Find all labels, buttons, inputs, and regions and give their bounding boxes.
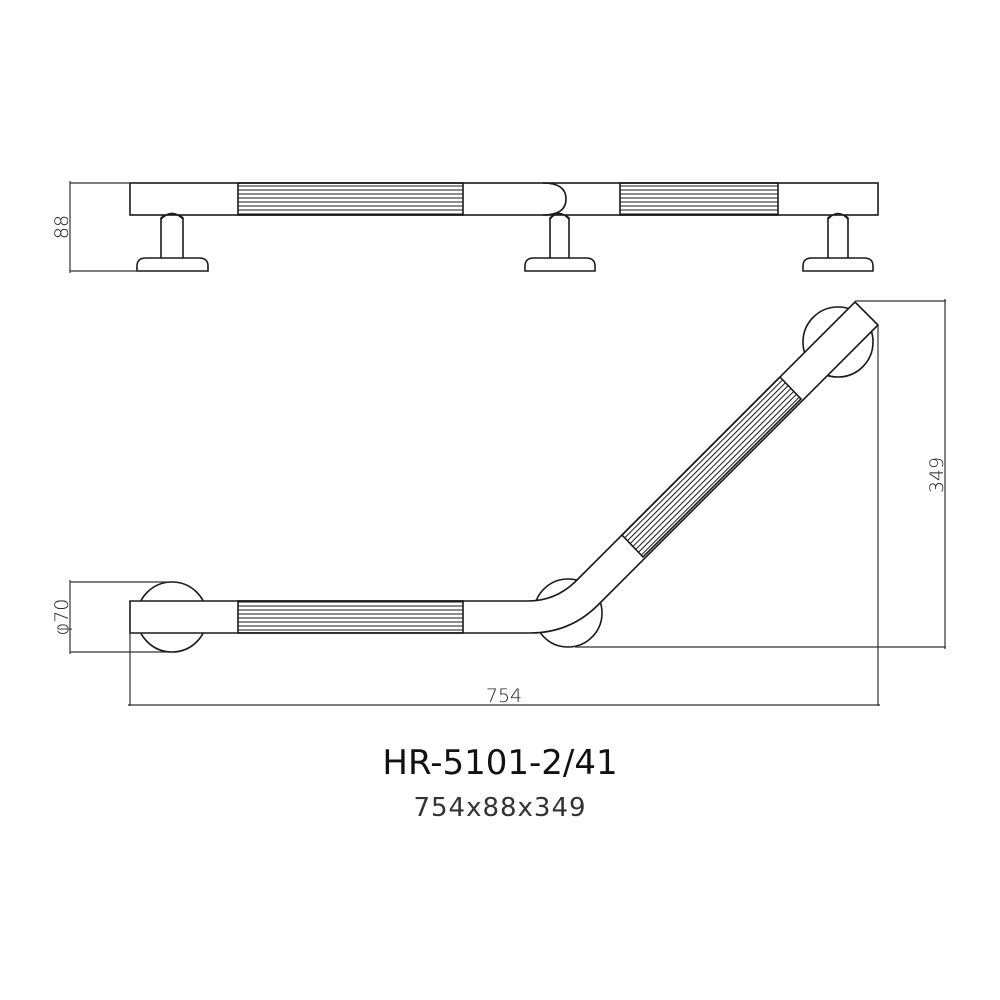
- post-left: [136, 212, 209, 272]
- dimension-depth-label: 349: [926, 457, 948, 493]
- grip-section-horizontal: [237, 600, 464, 634]
- dimension-height: 88: [51, 181, 137, 273]
- dimension-length-label: 754: [486, 685, 522, 707]
- dimension-height-label: 88: [51, 215, 73, 239]
- dimension-flange-label: φ70: [51, 599, 73, 636]
- plan-view: φ70 349 754: [51, 299, 948, 707]
- grip-section-diagonal: [620, 375, 803, 559]
- flange-top: [802, 306, 874, 378]
- dimension-flange: φ70: [51, 580, 172, 654]
- product-dimensions: 754x88x349: [413, 793, 587, 823]
- elevation-view: 88: [51, 181, 879, 273]
- grip-section-2: [619, 182, 779, 216]
- post-right: [802, 212, 874, 272]
- dimension-depth: 349: [575, 299, 948, 706]
- post-middle: [524, 212, 596, 272]
- bar-body: [129, 300, 880, 634]
- product-model: HR-5101-2/41: [382, 743, 618, 783]
- bend-arc: [542, 182, 567, 216]
- dimension-length: 754: [128, 685, 880, 707]
- grip-section-1: [237, 182, 464, 216]
